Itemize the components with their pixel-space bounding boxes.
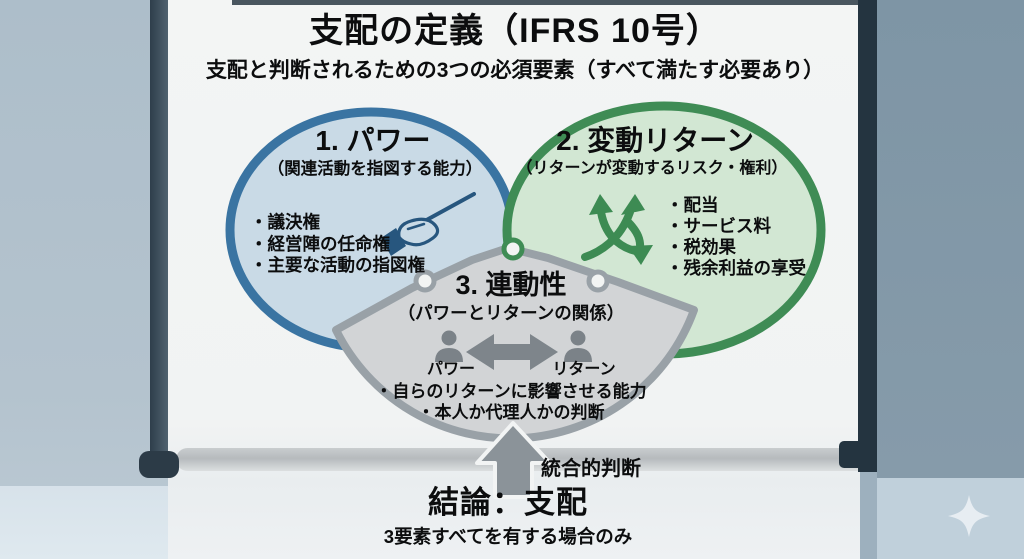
power-subtitle: （関連活動を指図する能力） (267, 160, 483, 178)
marker-tray (176, 448, 860, 471)
right-floor (877, 478, 1024, 559)
returns-bullet: ・サービス料 (666, 216, 771, 236)
conclusion-title: 結論：支配 (428, 485, 588, 520)
board-left-foot (139, 451, 179, 478)
board-left-frame (150, 0, 168, 478)
right-wall (877, 0, 1024, 478)
linkage-title: 3. 連動性 (455, 270, 567, 300)
linkage-power-label: パワー (426, 361, 476, 378)
left-floor (0, 486, 168, 559)
linkage-bullet: ・自らのリターンに影響させる能力 (375, 382, 647, 401)
returns-title: 2. 変動リターン (556, 125, 754, 156)
linkage-bullet: ・本人か代理人かの判断 (417, 403, 605, 422)
integrated-judgement-label: 統合的判断 (541, 458, 641, 480)
power-bullet: ・主要な活動の指図権 (250, 255, 425, 275)
linkage-return-label: リターン (552, 361, 616, 378)
linkage-subtitle: （パワーとリターンの関係） (397, 303, 625, 323)
conclusion-subtitle: 3要素すべてを有する場合のみ (383, 526, 633, 547)
board-title: 支配の定義（IFRS 10号） (309, 12, 721, 50)
returns-bullet: ・税効果 (666, 237, 736, 257)
board-right-foot (839, 441, 877, 468)
power-bullets: ・議決権 ・経営陣の任命権 ・主要な活動の指図権 (250, 212, 425, 277)
returns-bullets: ・配当 ・サービス料 ・税効果 ・残余利益の享受 (666, 195, 806, 279)
returns-subtitle: （リターンが変動するリスク・権利） (516, 160, 788, 177)
board-top-edge (232, 0, 860, 5)
returns-bullet: ・残余利益の享受 (666, 258, 806, 278)
power-bullet: ・経営陣の任命権 (250, 233, 390, 254)
power-title: 1. パワー (315, 125, 431, 156)
returns-bullet: ・配当 (666, 195, 719, 215)
board-subtitle: 支配と判断されるための3つの必須要素（すべて満たす必要あり） (205, 59, 825, 82)
power-bullet: ・議決権 (250, 212, 320, 232)
board-right-frame (858, 0, 877, 472)
linkage-bullets: ・自らのリターンに影響させる能力 ・本人か代理人かの判断 (375, 381, 646, 423)
